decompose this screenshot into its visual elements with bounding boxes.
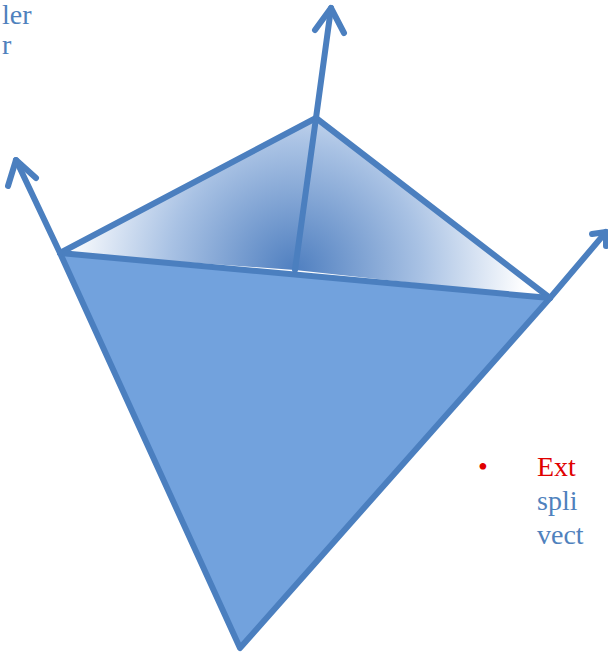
note-text: spli — [537, 486, 577, 516]
front-face — [60, 253, 550, 648]
note-text: Ext — [537, 452, 576, 482]
edges — [60, 118, 550, 648]
normal-vector-arrows — [8, 8, 606, 298]
bullet: • — [478, 452, 488, 482]
note-text: r — [2, 30, 11, 60]
note-text: ler — [2, 0, 32, 30]
note-text: vect — [537, 520, 584, 550]
